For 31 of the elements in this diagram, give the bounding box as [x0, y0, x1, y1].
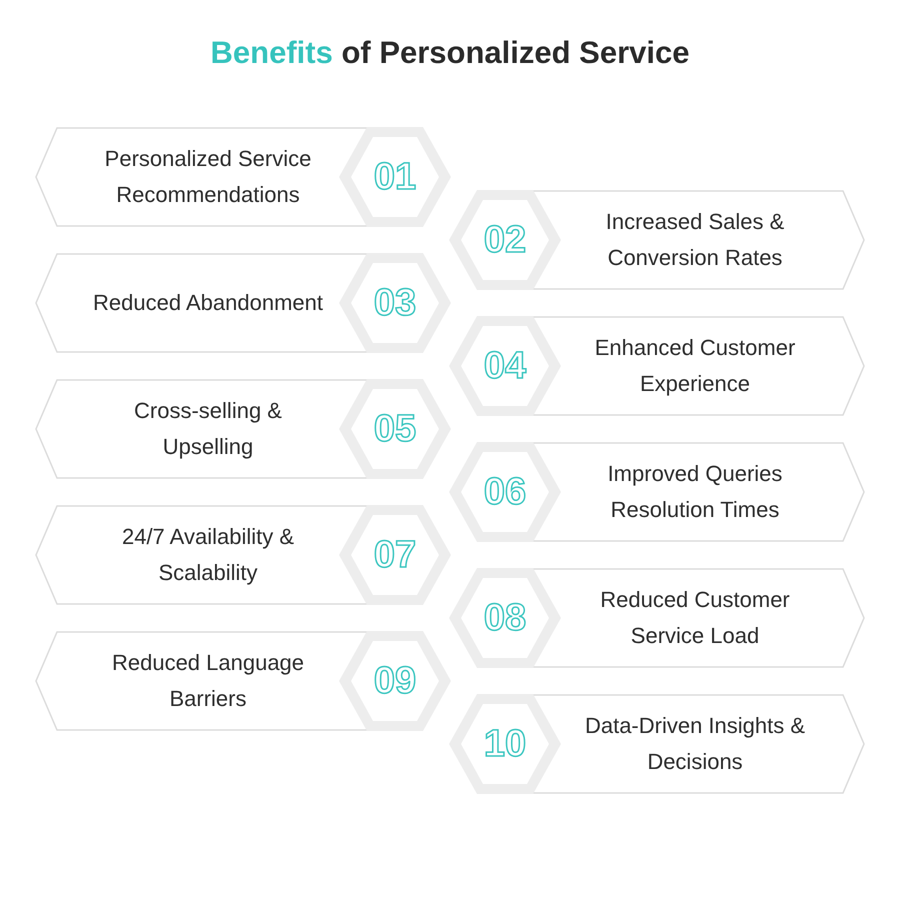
benefit-card	[450, 694, 865, 794]
benefit-card	[35, 127, 450, 227]
number-label: 04	[484, 347, 526, 385]
number-label: 01	[374, 158, 416, 196]
benefit-text: Reduced Language Barriers	[110, 649, 306, 713]
benefit-text: Enhanced Customer Experience	[594, 334, 796, 398]
benefit-text: Data-Driven Insights & Decisions	[584, 712, 806, 776]
number-label: 02	[484, 221, 526, 259]
benefit-text: Reduced Abandonment	[93, 289, 323, 317]
number-label: 06	[484, 473, 526, 511]
benefit-text: Increased Sales & Conversion Rates	[604, 208, 786, 272]
benefit-card	[35, 631, 450, 731]
benefit-card	[450, 190, 865, 290]
number-label: 07	[374, 536, 416, 574]
benefit-text: Reduced Customer Service Load	[599, 586, 791, 650]
benefit-card	[35, 253, 450, 353]
number-label: 10	[484, 725, 526, 763]
benefit-card	[450, 568, 865, 668]
benefit-text: Improved Queries Resolution Times	[606, 460, 784, 524]
benefit-text: Personalized Service Recommendations	[104, 145, 312, 209]
title: Benefits of Personalized Service	[210, 34, 690, 72]
number-label: 09	[374, 662, 416, 700]
benefit-card	[450, 442, 865, 542]
number-label: 05	[374, 410, 416, 448]
benefit-card	[450, 316, 865, 416]
benefit-card	[35, 379, 450, 479]
benefit-text: 24/7 Availability & Scalability	[120, 523, 296, 587]
number-label: 03	[374, 284, 416, 322]
number-label: 08	[484, 599, 526, 637]
benefit-card	[35, 505, 450, 605]
benefit-text: Cross-selling & Upselling	[133, 397, 283, 461]
